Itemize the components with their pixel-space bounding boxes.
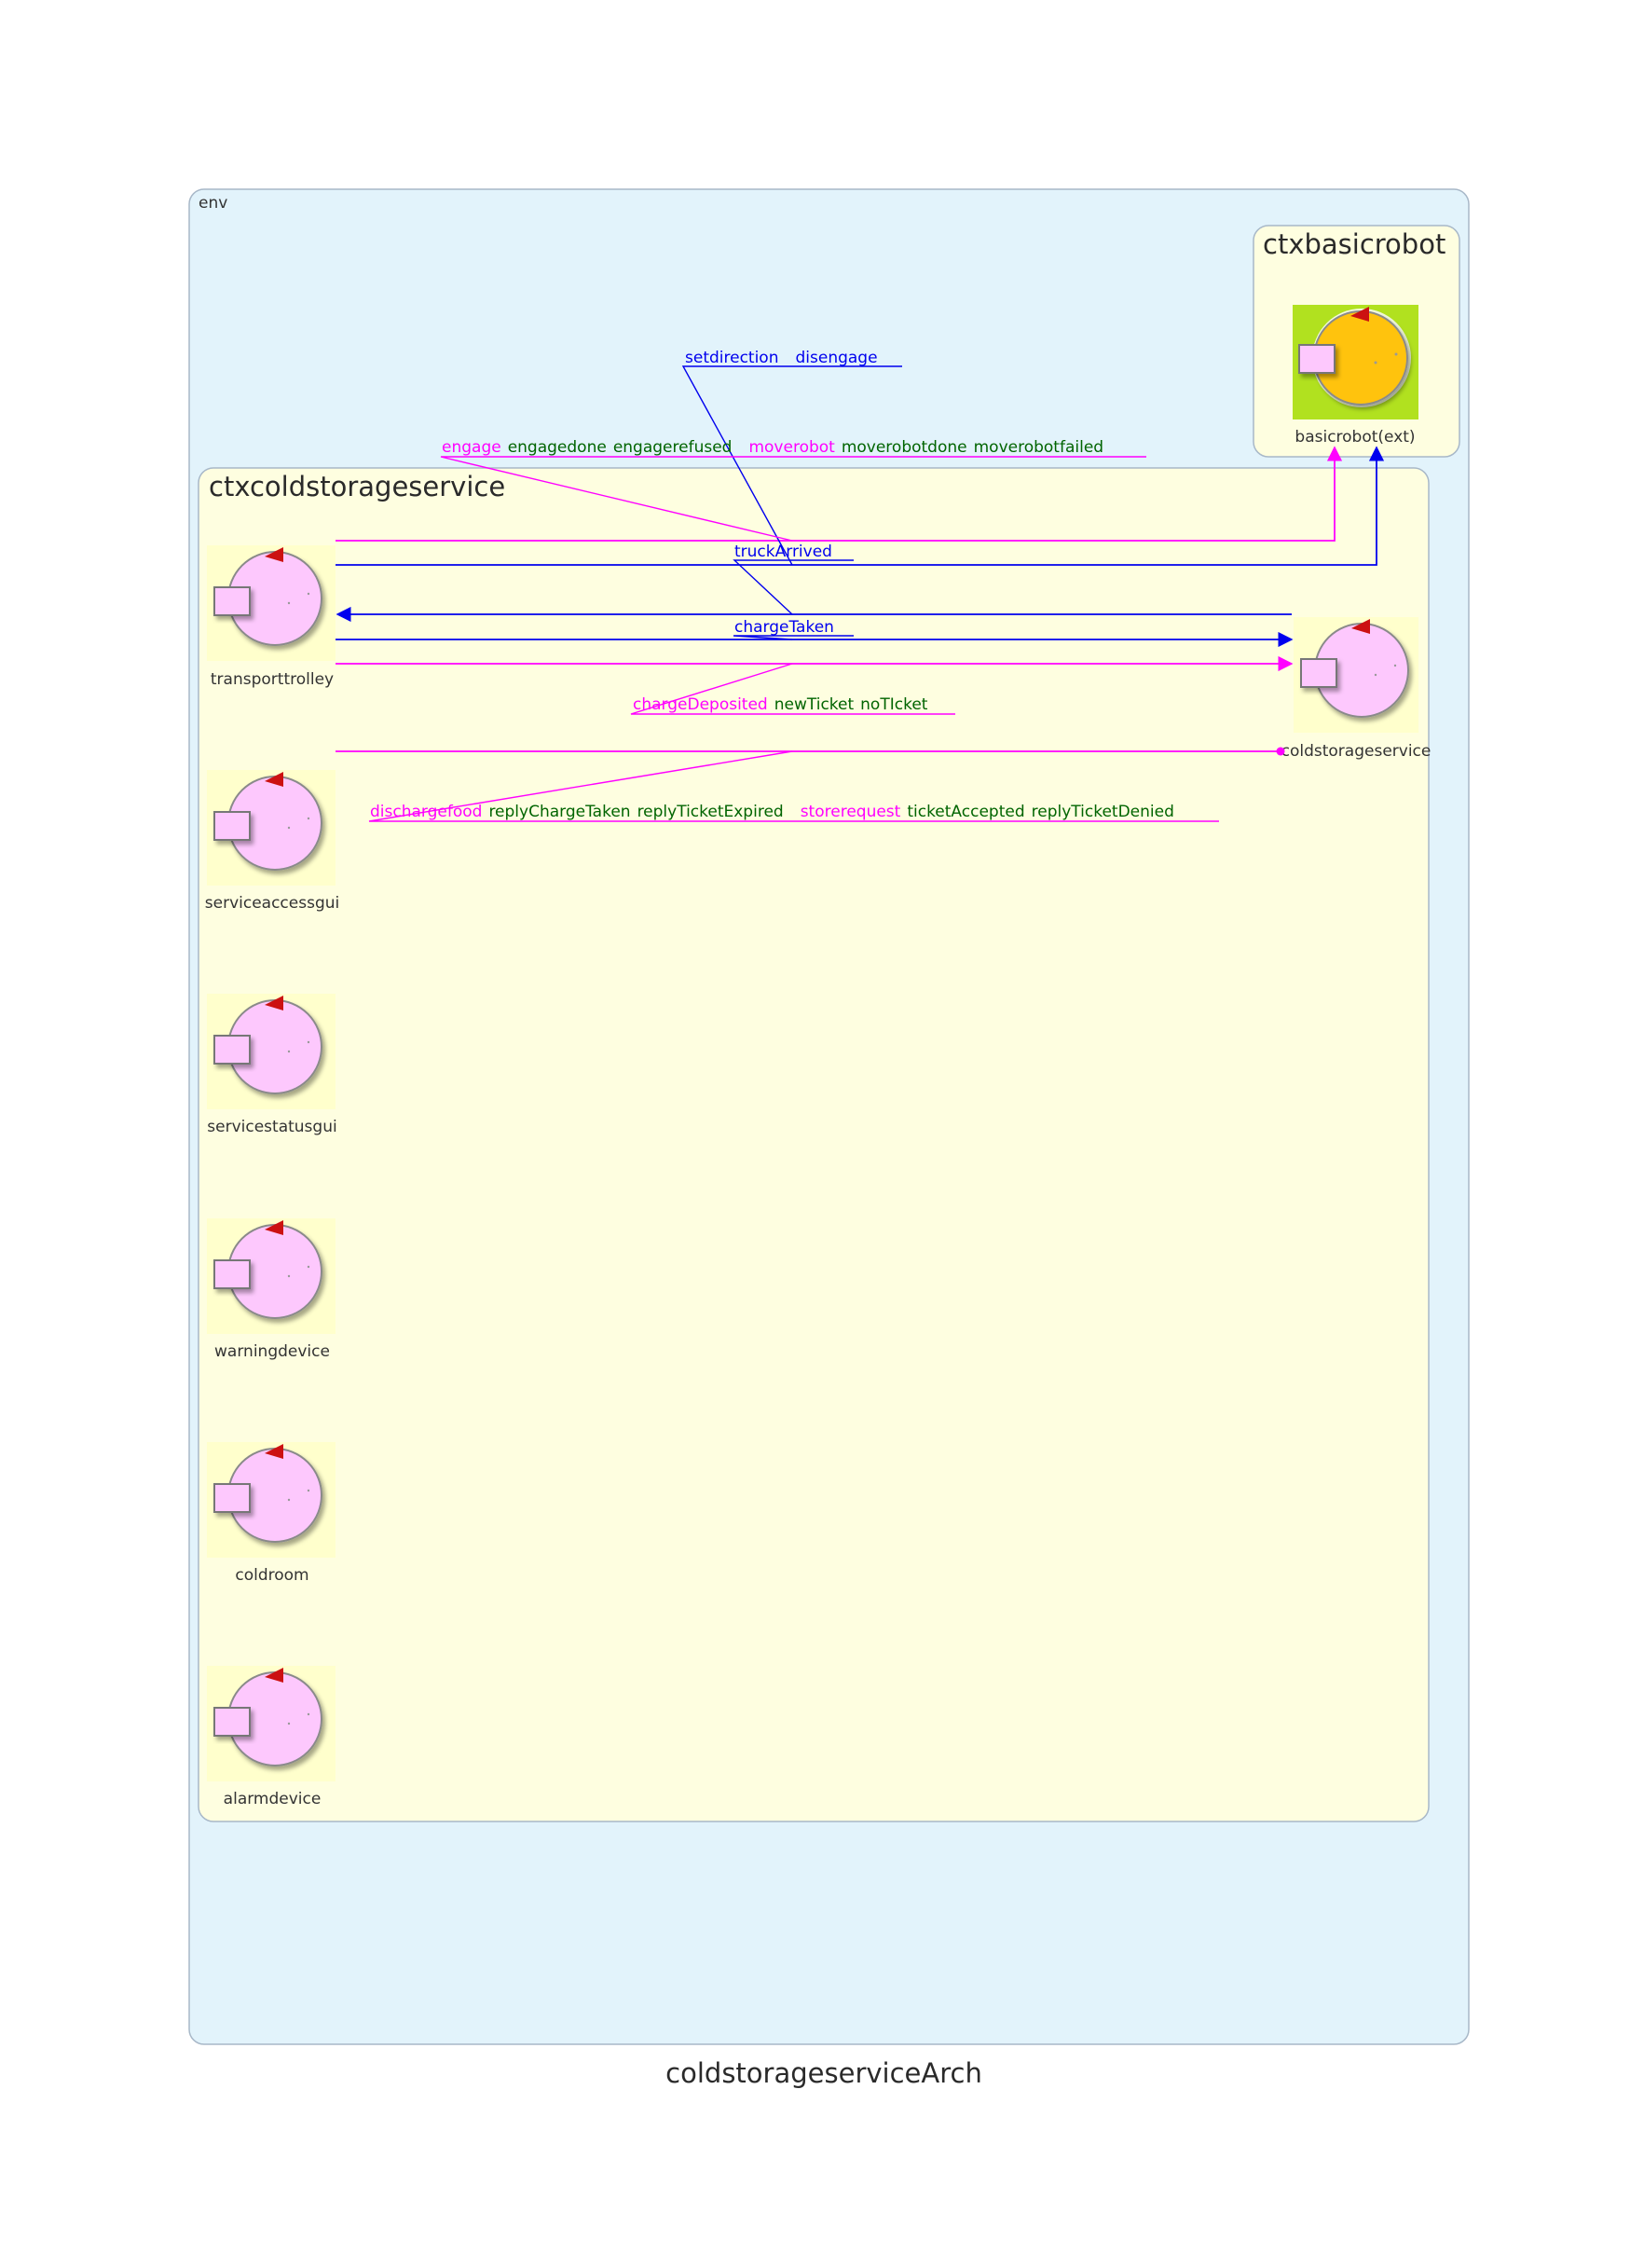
- leader-chargeDeposited: [630, 663, 955, 715]
- actor-label-alarmdevice: alarmdevice: [224, 1790, 322, 1808]
- actor-serviceaccessgui[interactable]: [207, 770, 336, 886]
- actor-label-coldroom: coldroom: [235, 1566, 308, 1585]
- actor-label-warningdevice: warningdevice: [214, 1342, 330, 1361]
- actor-servicestatusgui[interactable]: [207, 994, 336, 1109]
- leader-engage: [440, 456, 1146, 542]
- actor-label-servicestatusgui: servicestatusgui: [207, 1118, 336, 1136]
- msg-chargeTaken: chargeTaken: [734, 618, 834, 637]
- actor-label-serviceaccessgui: serviceaccessgui: [205, 894, 339, 913]
- actor-label-transporttrolley: transporttrolley: [211, 670, 334, 689]
- leader-chargeTaken: [733, 635, 854, 640]
- actor-transporttrolley[interactable]: [207, 545, 336, 661]
- env-label: env: [199, 194, 227, 213]
- context-label: ctxcoldstorageservice: [209, 471, 505, 502]
- msg-truckArrived: truckArrived: [734, 543, 832, 561]
- diagram-title: coldstorageserviceArch: [665, 2057, 982, 2089]
- leader-storerequest: [368, 750, 1219, 822]
- leader-setdirection: [681, 365, 902, 566]
- context-ctxbasicrobot: ctxbasicrobot basicrobot(ext): [1253, 225, 1460, 458]
- edge-end-dot: [1276, 747, 1285, 756]
- leader-truckArrived: [733, 559, 854, 615]
- actor-coldstorageservice[interactable]: [1294, 617, 1418, 733]
- edge-transporttrolley-basicrobot-dispatch: [336, 446, 1385, 566]
- actor-coldroom[interactable]: [207, 1442, 336, 1558]
- context-label: ctxbasicrobot: [1263, 228, 1445, 260]
- actor-label-basicrobot: basicrobot(ext): [1295, 428, 1415, 447]
- edge-transporttrolley-basicrobot-request: [336, 446, 1343, 542]
- actor-basicrobot[interactable]: [1293, 305, 1418, 419]
- actor-alarmdevice[interactable]: [207, 1666, 336, 1781]
- actor-warningdevice[interactable]: [207, 1218, 336, 1334]
- context-ctxcoldstorageservice: ctxcoldstorageservice: [198, 467, 1430, 1822]
- actor-label-coldstorageservice: coldstorageservice: [1281, 742, 1432, 761]
